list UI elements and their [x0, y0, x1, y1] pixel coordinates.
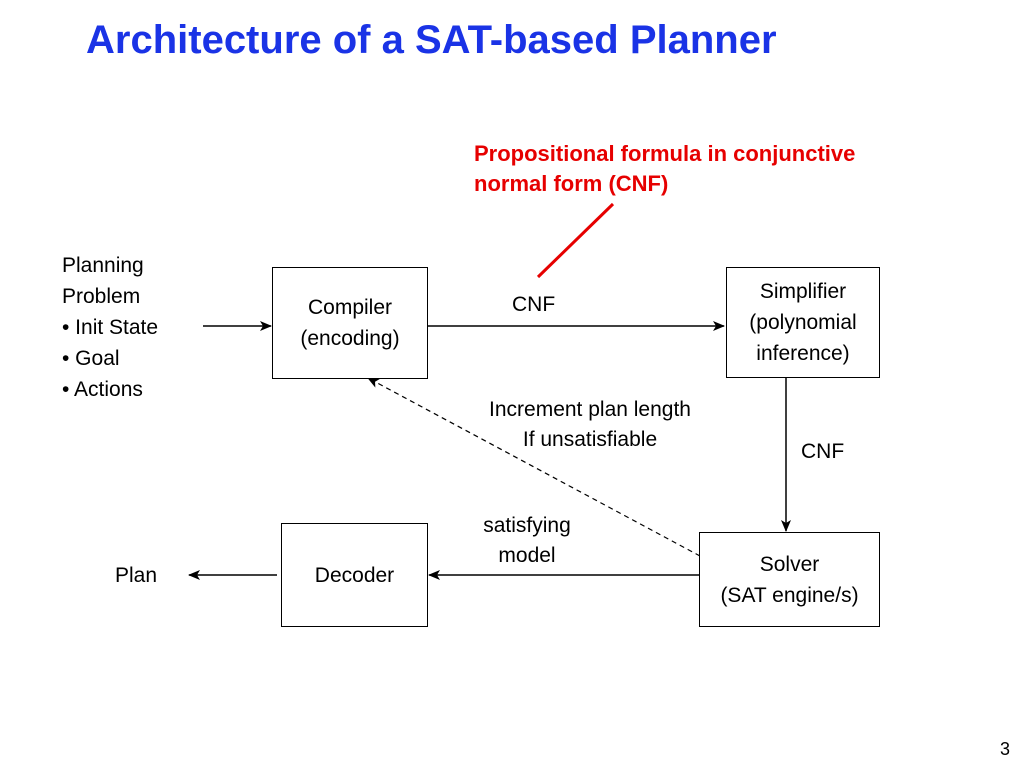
slide-title: Architecture of a SAT-based Planner — [86, 18, 777, 62]
satisfying-line-1: satisfying — [483, 514, 571, 537]
plan-label: Plan — [115, 564, 158, 587]
problem-bullet-actions: • Actions — [62, 378, 143, 401]
simplifier-box: Simplifier (polynomial inference) — [726, 267, 880, 378]
solver-box: Solver (SAT engine/s) — [699, 532, 880, 627]
problem-line: Planning — [62, 254, 144, 277]
cnf-callout: Propositional formula in conjunctive nor… — [474, 139, 855, 199]
simplifier-sublabel-2: inference) — [756, 342, 850, 365]
feedback-line-1: Increment plan length — [489, 398, 691, 421]
solver-sublabel: (SAT engine/s) — [720, 583, 859, 607]
edge-label-cnf-2: CNF — [801, 440, 845, 463]
planning-problem-text: Planning Problem • Init State • Goal • A… — [62, 250, 158, 405]
compiler-sublabel: (encoding) — [300, 327, 400, 350]
decoder-box: Decoder — [281, 523, 428, 627]
problem-bullet-init-state: • Init State — [62, 316, 159, 339]
simplifier-label: Simplifier — [759, 280, 847, 303]
feedback-label: Increment plan length If unsatisfiable — [465, 395, 715, 455]
compiler-label: Compiler — [307, 296, 393, 319]
feedback-line-2: If unsatisfiable — [522, 428, 658, 451]
edge-label-cnf-1: CNF — [512, 293, 556, 316]
decoder-label: Decoder — [314, 563, 395, 587]
problem-line: Problem — [62, 285, 141, 308]
callout-line-2: normal form (CNF) — [474, 171, 669, 196]
callout-line-1: Propositional formula in conjunctive — [474, 141, 856, 166]
solver-label: Solver — [759, 552, 820, 576]
compiler-box: Compiler (encoding) — [272, 267, 428, 379]
simplifier-sublabel-1: (polynomial — [749, 311, 857, 334]
problem-bullet-goal: • Goal — [62, 347, 120, 370]
callout-pointer — [536, 202, 615, 279]
page-number: 3 — [999, 739, 1010, 759]
satisfying-model-label: satisfying model — [462, 511, 592, 571]
satisfying-line-2: model — [498, 544, 556, 567]
